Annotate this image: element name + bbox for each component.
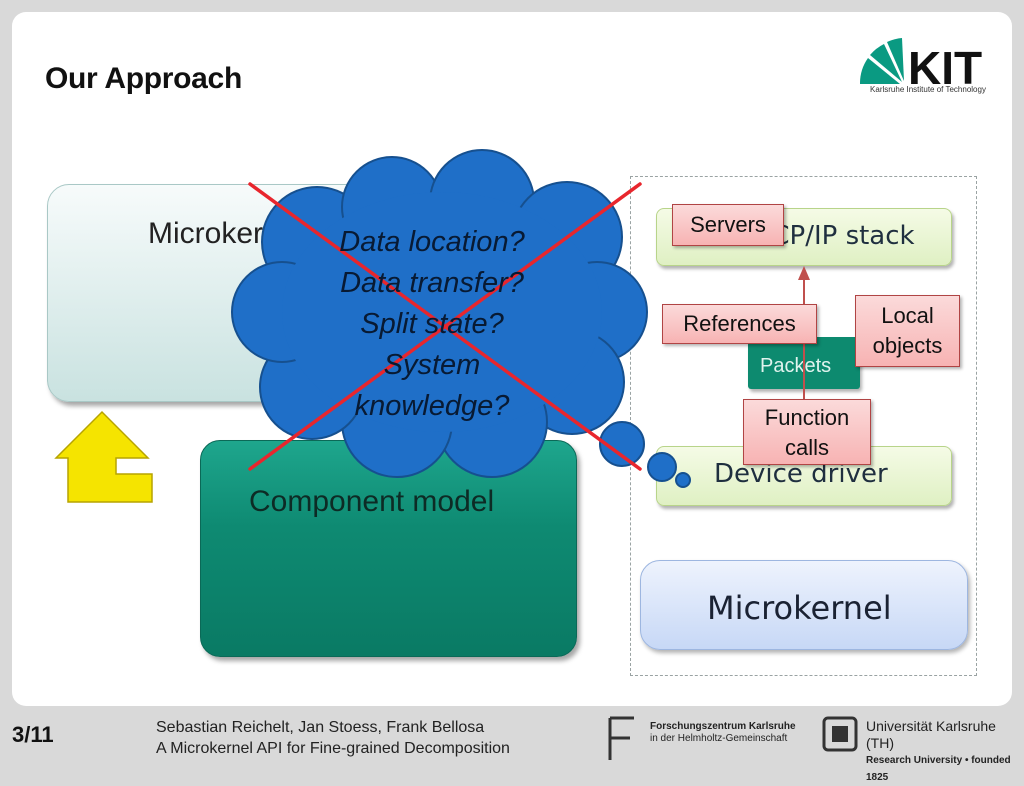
local-objects-line: Local — [881, 303, 934, 328]
university-line2: Research University • founded 1825 — [866, 755, 1011, 783]
fzk-line1: Forschungszentrum Karlsruhe — [650, 721, 796, 732]
cloud-line: Data location? — [339, 226, 525, 258]
references-tag: References — [662, 304, 817, 344]
thought-cloud — [231, 149, 691, 488]
microkernel-small-box: Microkernel — [640, 560, 968, 650]
function-calls-line: calls — [784, 435, 829, 460]
arrow-up-icon — [798, 266, 810, 280]
university-line1: Universität Karlsruhe (TH) — [866, 718, 996, 751]
kit-logo: KIT — [859, 38, 982, 94]
local-objects-line: objects — [872, 333, 943, 358]
component-model-box: Component model — [200, 440, 577, 657]
cloud-line: knowledge? — [354, 390, 510, 422]
function-calls-tag: Function calls — [743, 399, 871, 465]
cloud-line: Split state? — [360, 308, 504, 340]
kit-logo-text: KIT — [908, 42, 982, 94]
cloud-questions: Data location? Data transfer? Split stat… — [282, 222, 582, 427]
slide-title: Our Approach — [45, 62, 242, 95]
cloud-line: Data transfer? — [340, 267, 524, 299]
footer-authors: Sebastian Reichelt, Jan Stoess, Frank Be… — [156, 719, 485, 736]
packets-label: Packets — [760, 355, 832, 377]
university-text: Universität Karlsruhe (TH) Research Univ… — [866, 718, 1024, 786]
slide: Our Approach KIT Karlsruhe Institute of … — [12, 12, 1012, 706]
fzk-line2: in der Helmholtz-Gemeinschaft — [650, 733, 788, 744]
cloud-line: System — [383, 349, 481, 381]
up-arrow-icon — [54, 410, 153, 503]
microkernel-small-label: Microkernel — [707, 589, 892, 627]
fzk-logo-icon — [608, 716, 634, 760]
function-calls-line: Function — [764, 405, 850, 430]
servers-tag: Servers — [672, 204, 784, 246]
university-seal-icon — [822, 716, 858, 752]
local-objects-tag: Local objects — [855, 295, 960, 367]
fzk-text: Forschungszentrum Karlsruhe in der Helmh… — [650, 721, 796, 745]
page-number: 3/11 — [12, 722, 54, 747]
diagram-overlay — [54, 149, 810, 503]
cross-out-mark — [248, 182, 642, 471]
kit-subtitle: Karlsruhe Institute of Technology — [870, 85, 986, 94]
footer-talk-title: A Microkernel API for Fine-grained Decom… — [156, 740, 510, 757]
component-model-label: Component model — [249, 485, 495, 518]
